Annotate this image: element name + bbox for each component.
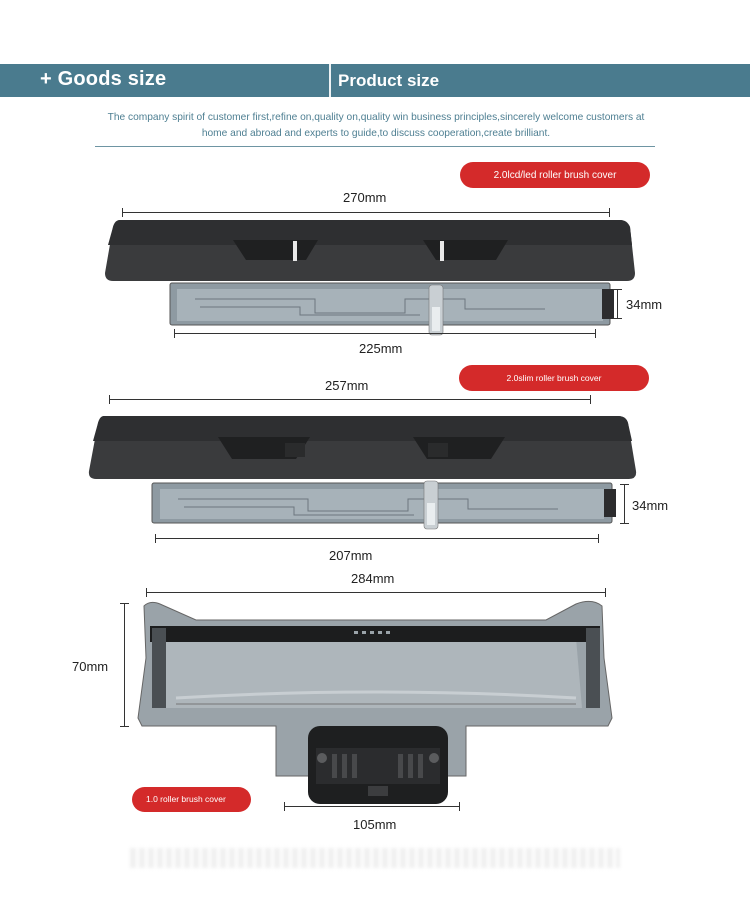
product-2-width-top-line bbox=[109, 395, 591, 404]
product-1-width-bottom-line bbox=[174, 329, 596, 338]
goods-size-title: + Goods size bbox=[40, 68, 167, 90]
intro-text: The company spirit of customer first,ref… bbox=[107, 112, 645, 139]
product-2-height-label: 34mm bbox=[632, 498, 669, 513]
product-1-height-label: 34mm bbox=[626, 297, 663, 312]
header-banner: + Goods size Product size bbox=[0, 64, 750, 97]
product-3-width-top-label: 284mm bbox=[351, 571, 395, 586]
product-1-width-top-line bbox=[122, 208, 610, 217]
product-size-title: Product size bbox=[338, 71, 440, 90]
product-1-width-top-label: 270mm bbox=[343, 190, 387, 205]
product-3-width-top-line bbox=[146, 588, 606, 597]
product-2-height-line bbox=[620, 484, 629, 524]
product-3-height-line bbox=[120, 603, 129, 727]
product-2-width-top-label: 257mm bbox=[325, 378, 369, 393]
product-2-image bbox=[88, 416, 637, 530]
banner-divider bbox=[329, 64, 331, 97]
product-3-tag: 1.0 roller brush cover bbox=[132, 787, 251, 812]
product-2-tag: 2.0slim roller brush cover bbox=[459, 365, 649, 391]
faded-footer-graphic bbox=[130, 848, 620, 868]
product-3-image bbox=[137, 600, 613, 804]
product-1-width-bottom-label: 225mm bbox=[359, 341, 403, 356]
product-1-tag: 2.0lcd/led roller brush cover bbox=[460, 162, 650, 188]
product-2-width-bottom-label: 207mm bbox=[329, 548, 373, 563]
product-2-width-bottom-line bbox=[155, 534, 599, 543]
product-3-height-label: 70mm bbox=[72, 659, 109, 674]
product-3-width-bottom-line bbox=[284, 802, 460, 811]
product-3-width-bottom-label: 105mm bbox=[353, 817, 397, 832]
intro-divider bbox=[95, 146, 655, 147]
product-1-image bbox=[105, 220, 635, 336]
product-1-height-line bbox=[613, 289, 622, 319]
